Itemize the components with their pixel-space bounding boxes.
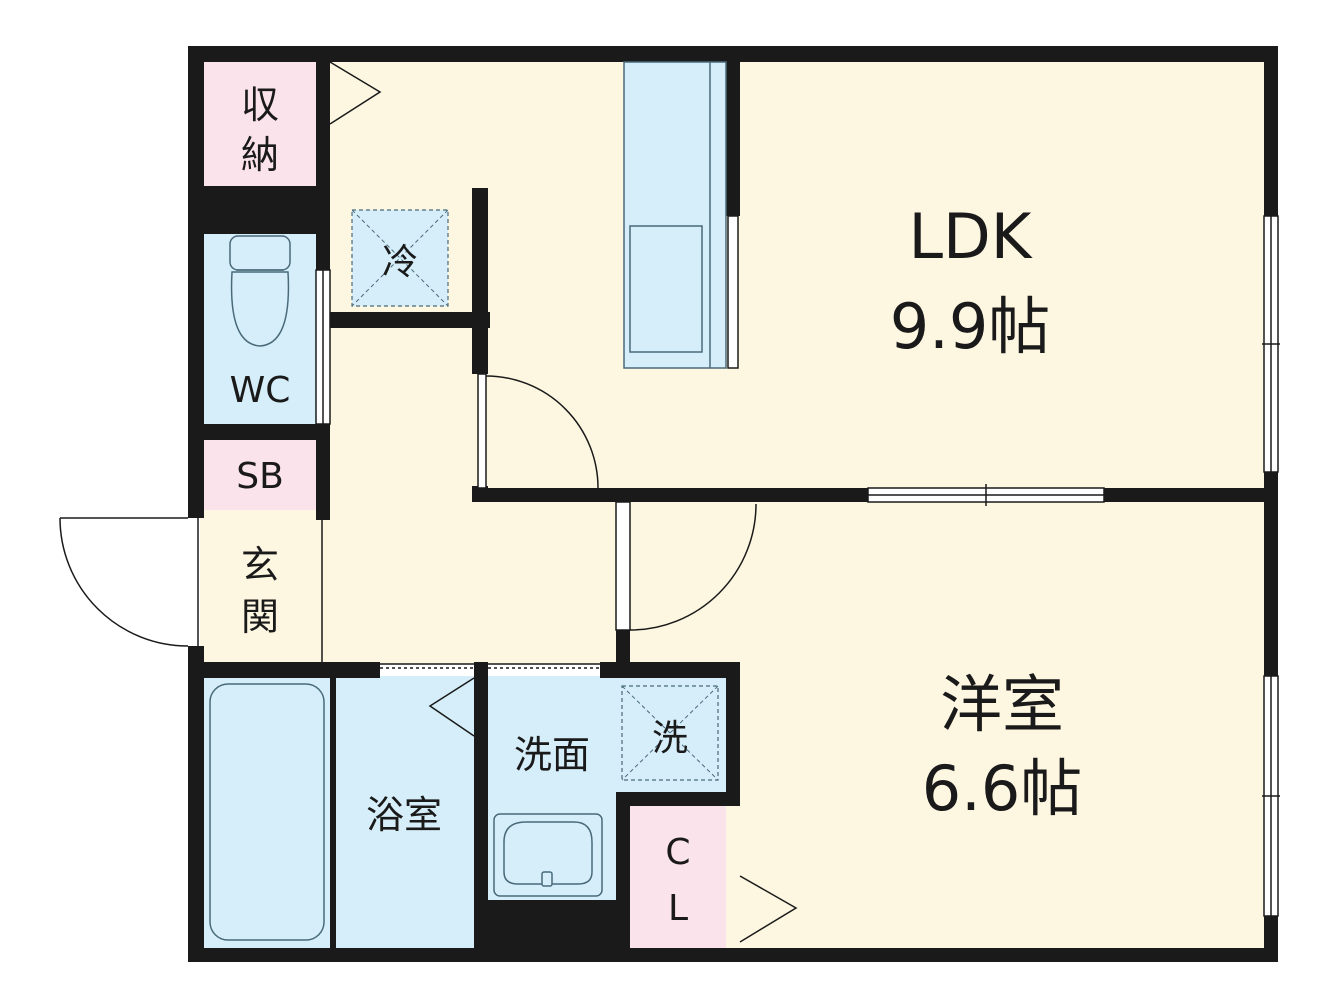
wall-left-upper bbox=[188, 46, 204, 518]
wall-counter-right bbox=[726, 58, 740, 216]
wall-wash-top bbox=[600, 662, 740, 678]
fridge-diag-2 bbox=[351, 209, 449, 307]
ldk-name-label: LDK bbox=[909, 200, 1033, 273]
fridge-label: 冷 bbox=[382, 242, 418, 283]
wall-ldk-bottom-a bbox=[472, 488, 868, 502]
wall-ldk-bottom-b bbox=[1104, 488, 1268, 502]
wall-storage-bottom bbox=[204, 186, 330, 200]
windows bbox=[315, 215, 1280, 917]
ldk-door-arc bbox=[485, 375, 599, 489]
ldk-door-leaf bbox=[477, 373, 487, 489]
basin-bowl bbox=[503, 821, 593, 885]
wall-wc-bottom bbox=[204, 424, 330, 440]
wall-sb-right bbox=[316, 440, 330, 520]
wall-bath-top bbox=[188, 662, 380, 678]
wall-cl-top bbox=[616, 792, 740, 806]
kitchen-sink bbox=[629, 225, 703, 353]
fixtures bbox=[209, 61, 727, 941]
toilet-bowl bbox=[230, 271, 290, 347]
western-door-arc bbox=[629, 503, 757, 631]
wall-kitchen-vertical bbox=[472, 188, 488, 374]
wall-wc-right-top bbox=[316, 200, 330, 270]
washroom-label: 洗面 bbox=[514, 733, 590, 777]
washer-label: 洗 bbox=[652, 718, 688, 759]
entrance-label-1: 玄 bbox=[241, 543, 279, 587]
ldk-size-label: 9.9帖 bbox=[890, 290, 1051, 363]
shoebox-label: SB bbox=[236, 456, 284, 497]
wash-basin-icon bbox=[493, 813, 603, 897]
wall-wash-bottom bbox=[474, 900, 630, 948]
wall-storage-right bbox=[316, 62, 330, 198]
western-size-label: 6.6帖 bbox=[922, 752, 1083, 825]
entrance-label-2: 関 bbox=[241, 595, 279, 639]
western-door-leaf bbox=[615, 501, 631, 631]
bath-door-triangle bbox=[428, 677, 475, 737]
toilet-tank bbox=[229, 235, 291, 271]
bathtub-icon bbox=[209, 683, 325, 941]
storage-door-triangle bbox=[329, 61, 382, 125]
toilet-icon bbox=[229, 235, 291, 347]
bathroom-label: 浴室 bbox=[366, 793, 442, 837]
western-name-label: 洋室 bbox=[940, 668, 1064, 741]
wall-fridge-bottom bbox=[330, 312, 490, 328]
wall-wc-top bbox=[204, 200, 330, 234]
closet-label-1: C bbox=[665, 832, 690, 873]
entrance-door-arc bbox=[59, 517, 189, 647]
closet-door-triangle bbox=[739, 875, 798, 943]
storage-label-2: 納 bbox=[241, 133, 279, 177]
wall-bath-divider bbox=[330, 676, 336, 948]
labels: LDK 9.9帖 洋室 6.6帖 収 納 冷 WC SB 玄 関 浴室 洗面 洗… bbox=[230, 83, 1083, 929]
basin-drain bbox=[541, 871, 553, 887]
hall-floor bbox=[200, 494, 618, 664]
thin-walls bbox=[197, 518, 600, 669]
wall-bottom bbox=[188, 948, 1278, 962]
wall-wash-left bbox=[474, 662, 488, 948]
fridge-diag-1 bbox=[351, 209, 449, 307]
doors bbox=[59, 61, 798, 943]
washer-diag-2 bbox=[621, 685, 719, 781]
closet-label-2: L bbox=[668, 888, 688, 929]
counter-panel bbox=[727, 215, 739, 369]
wc-label: WC bbox=[230, 370, 291, 411]
wall-left-lower bbox=[188, 646, 204, 962]
washer-diag-1 bbox=[621, 685, 719, 781]
storage-floor bbox=[204, 62, 316, 186]
wall-top bbox=[188, 46, 1278, 62]
storage-label-1: 収 bbox=[241, 83, 279, 127]
closet-floor bbox=[630, 806, 726, 948]
shoebox-floor bbox=[204, 440, 316, 510]
wall-wash-right bbox=[726, 662, 740, 806]
